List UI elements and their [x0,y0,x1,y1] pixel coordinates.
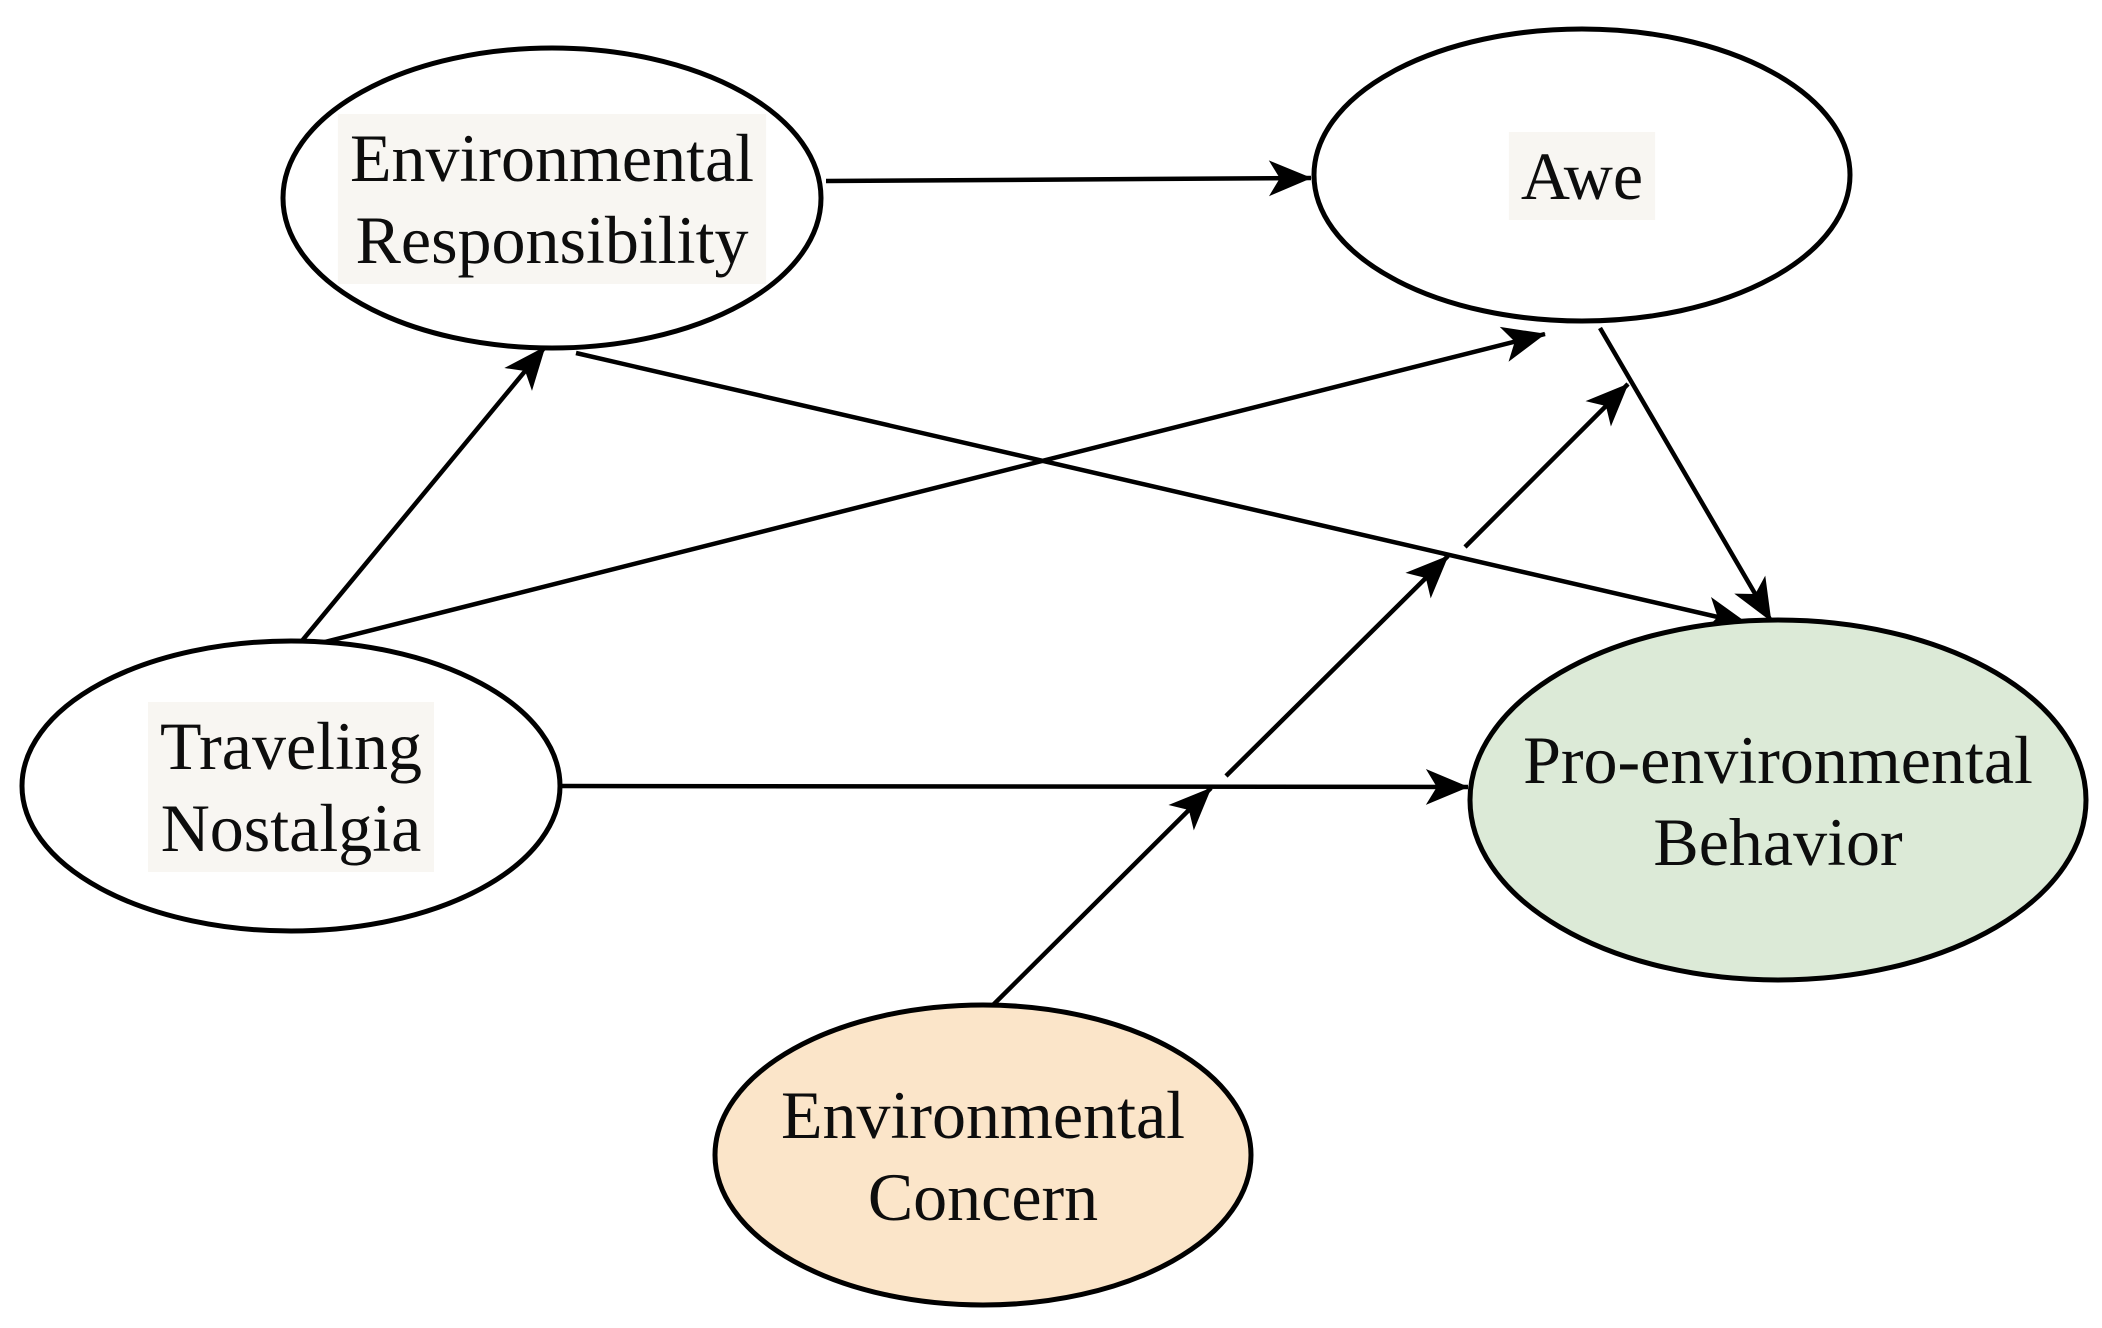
arrow-tn-to-peb [560,769,1469,805]
edges-layer [299,160,1773,1011]
node-awe: Awe [1311,26,1853,324]
label-highlight-awe [1508,132,1656,220]
node-label-line: Responsibility [356,202,749,278]
node-label-line: Awe [1521,138,1643,214]
label-highlight-environmental-responsibility [337,114,767,284]
node-label-line: Traveling [160,708,422,784]
node-label-line: Nostalgia [161,790,422,866]
arrow-ec-mod-awe-peb [1463,382,1630,549]
label-highlight-traveling-nostalgia [148,702,434,872]
arrow-er-to-awe [825,160,1312,197]
node-ellipse-pro-environmental-behavior [1467,617,2089,983]
node-label-line: Concern [868,1159,1098,1235]
arrow-ec-mod-tn-peb [987,786,1213,1011]
node-label-line: Behavior [1653,804,1903,880]
node-label-line: Pro-environmental [1523,722,2033,798]
node-ellipse-environmental-concern [712,1002,1254,1308]
arrow-tn-to-er [299,345,547,644]
arrow-er-to-peb [575,350,1749,632]
node-label-line: Environmental [350,120,754,196]
node-label-awe: Awe [1521,138,1643,214]
arrow-awe-to-peb [1598,326,1773,623]
arrow-ec-mod-er-peb [1224,554,1450,778]
arrow-tn-to-awe [304,326,1546,650]
node-label-line: Environmental [781,1077,1185,1153]
